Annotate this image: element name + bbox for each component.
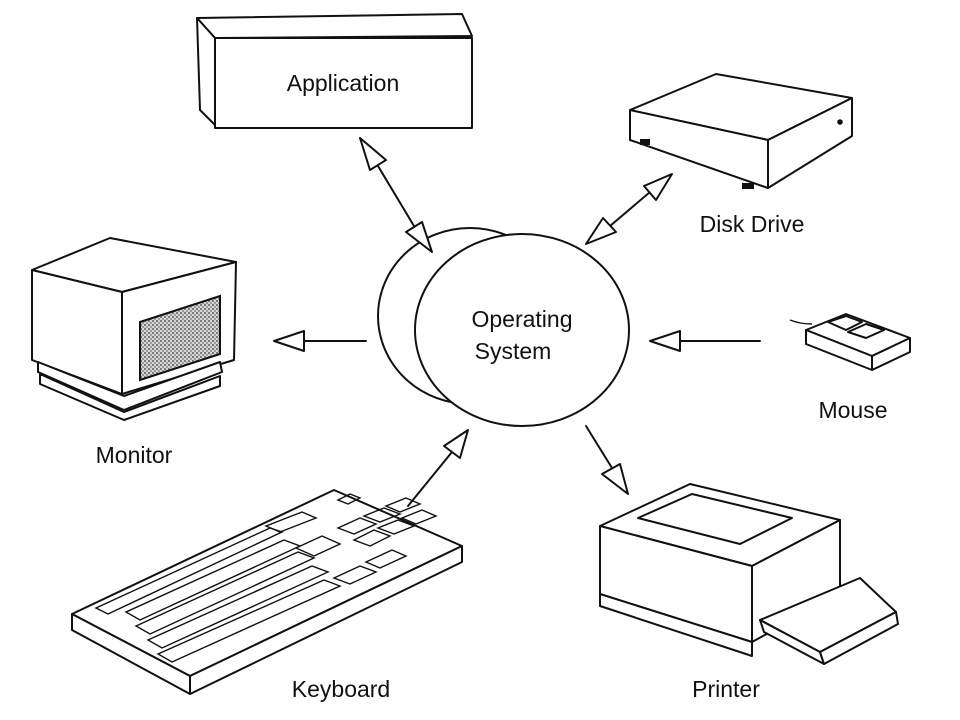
application-box-icon <box>196 13 473 129</box>
printer-label: Printer <box>692 676 760 702</box>
keyboard-label: Keyboard <box>292 676 390 702</box>
application-label: Application <box>287 70 400 96</box>
arrow-mouse-os <box>649 330 761 352</box>
arrow-keyboard-os <box>407 429 469 507</box>
printer-icon <box>599 483 899 665</box>
keyboard-icon <box>71 489 463 695</box>
monitor-node: Monitor <box>31 237 237 468</box>
arrow-disk-drive-os <box>585 173 673 245</box>
mouse-icon <box>789 313 911 371</box>
keyboard-node: Keyboard <box>71 489 463 702</box>
printer-node: Printer <box>599 483 899 702</box>
disk-drive-label: Disk Drive <box>700 211 805 237</box>
monitor-icon <box>31 237 237 421</box>
disk-drive-node: Disk Drive <box>629 73 853 237</box>
mouse-node: Mouse <box>789 313 911 423</box>
mouse-label: Mouse <box>818 397 887 423</box>
arrow-application-os <box>359 137 433 253</box>
operating-system-node: Operating System <box>377 227 630 427</box>
disk-drive-icon <box>629 73 853 189</box>
arrow-os-monitor <box>273 330 367 352</box>
application-node: Application <box>196 13 473 129</box>
operating-system-label-line2: System <box>475 338 552 364</box>
operating-system-label-line1: Operating <box>471 306 572 332</box>
monitor-label: Monitor <box>96 442 173 468</box>
arrow-os-printer <box>585 425 629 495</box>
